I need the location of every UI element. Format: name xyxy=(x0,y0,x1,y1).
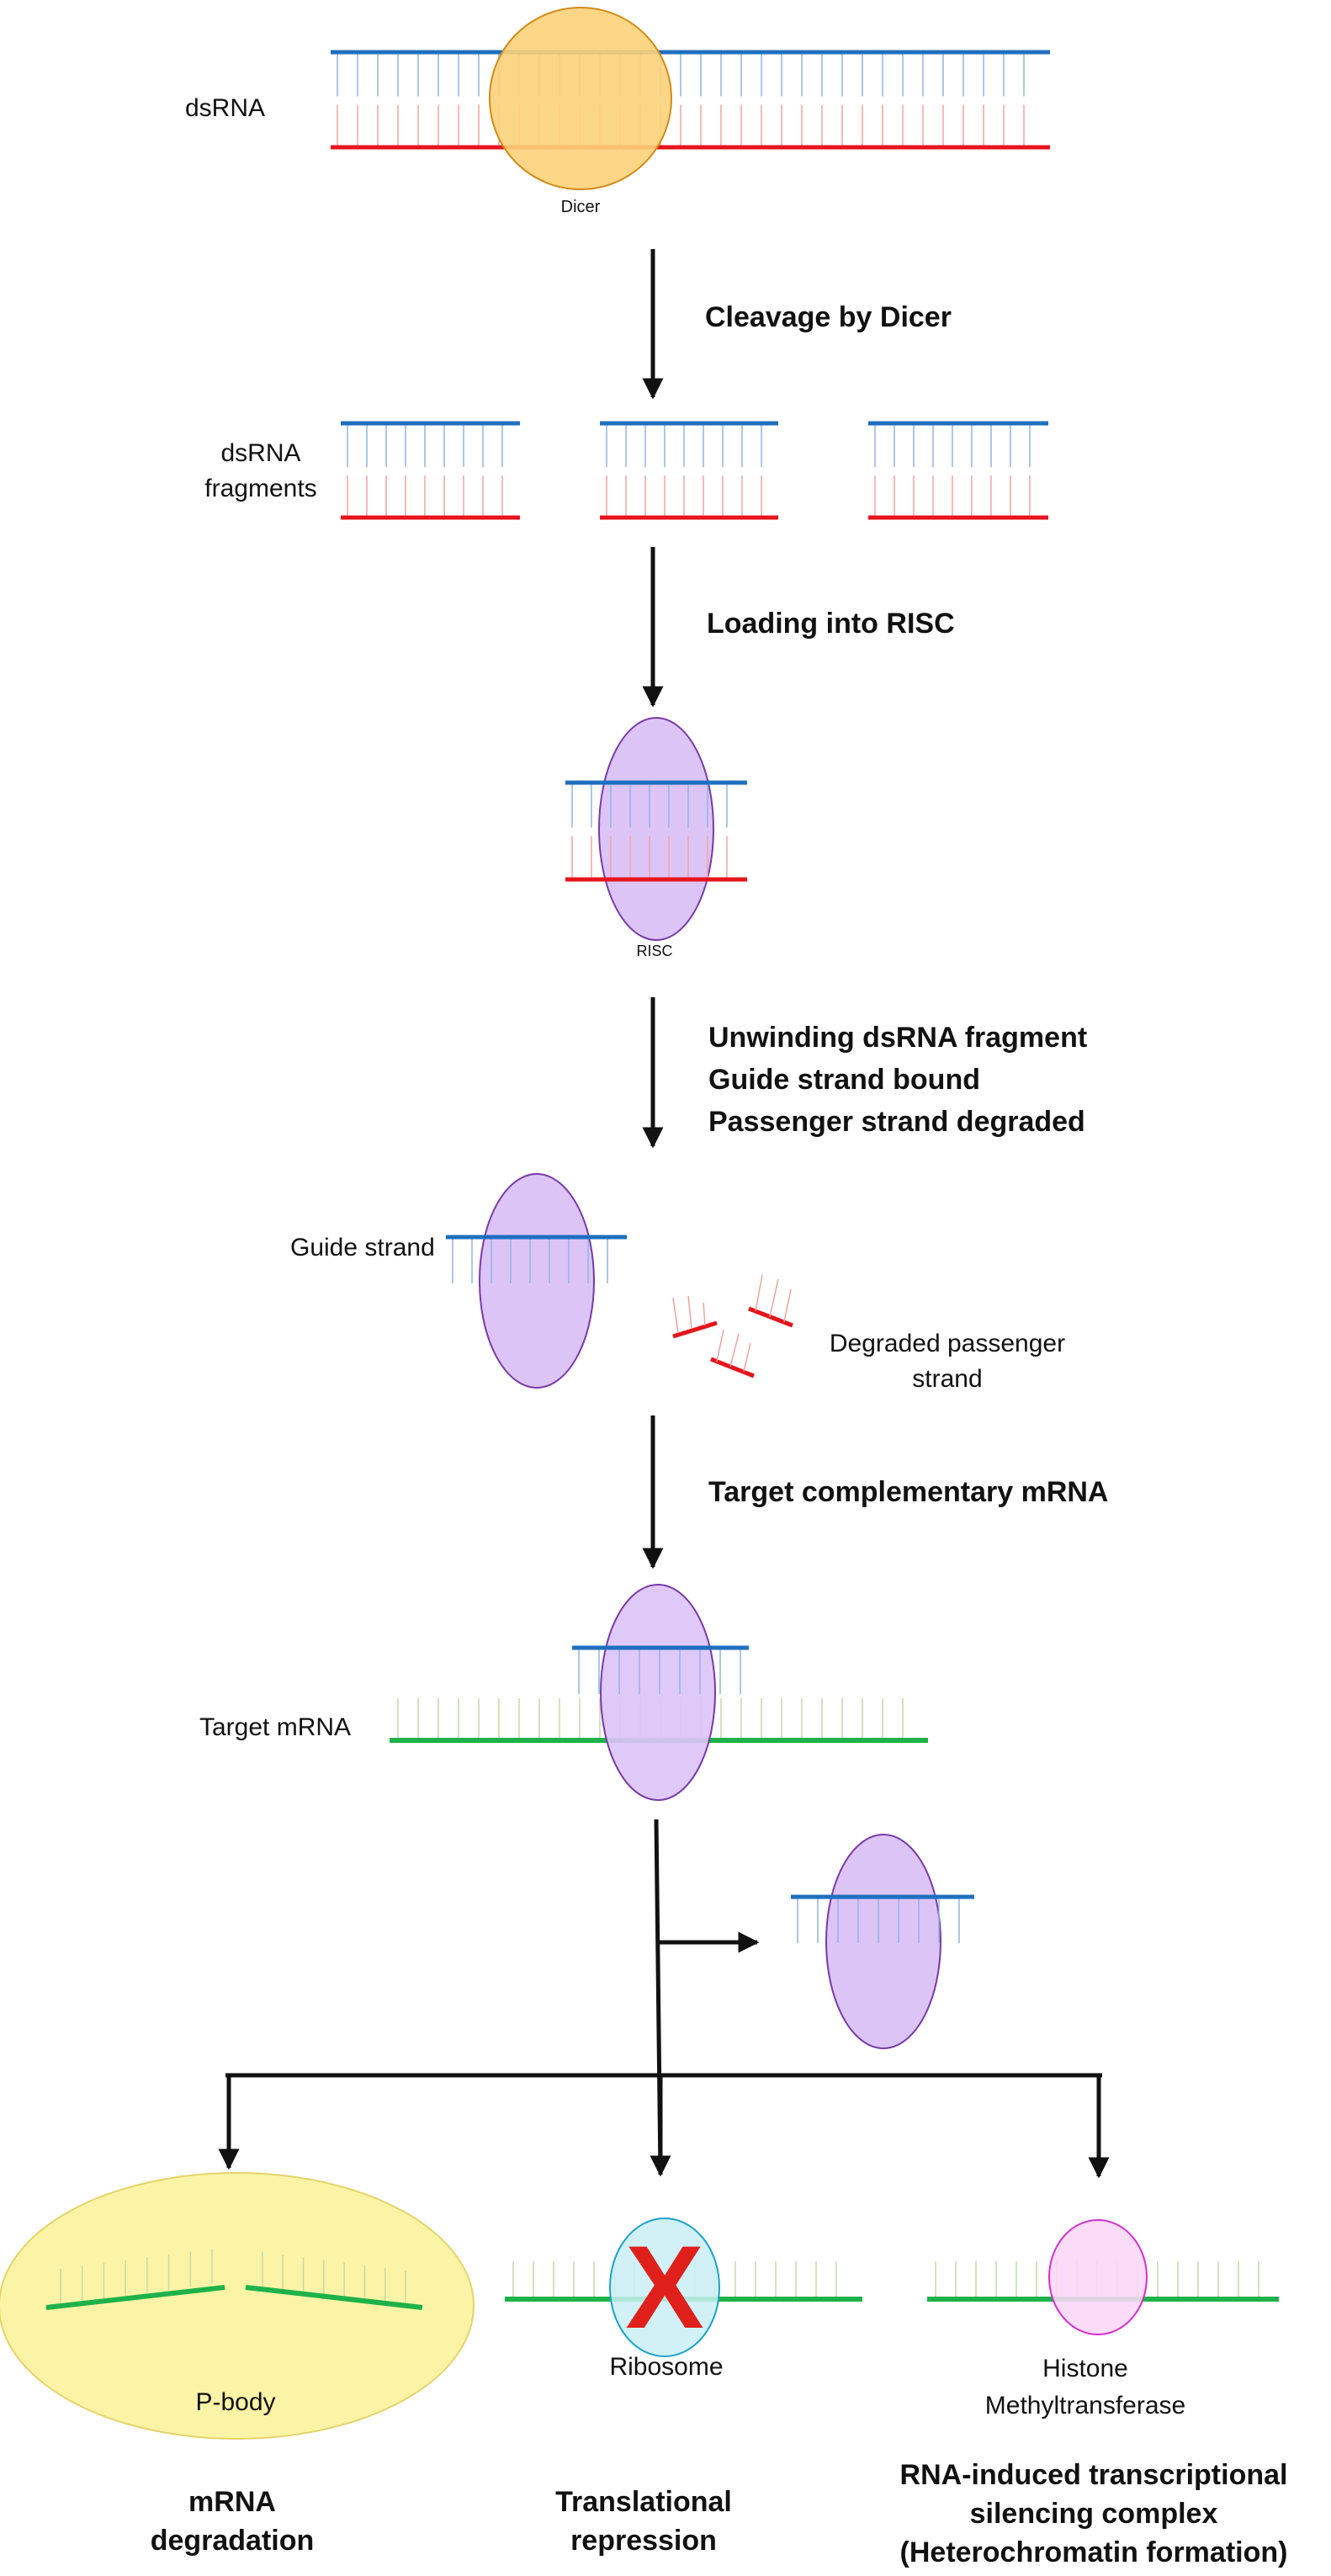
outcome-degradation-label-line2: degradation xyxy=(151,2525,315,2557)
target-mrna xyxy=(390,1698,928,1743)
dsrna-duplex xyxy=(331,50,1050,150)
target-mrna-stage: Target mRNA xyxy=(199,1584,928,1801)
silencing-outcome: Histone Methyltransferase RNA-induced tr… xyxy=(900,2219,1288,2568)
dsrna-label: dsRNA xyxy=(185,94,265,122)
step-unwinding-label-line3: Passenger strand degraded xyxy=(708,1106,1085,1138)
step-unwinding-label-line1: Unwinding dsRNA fragment xyxy=(708,1022,1087,1054)
ribosome-label: Ribosome xyxy=(609,2353,723,2381)
degraded-passenger-strand xyxy=(672,1274,793,1378)
recycled-risc xyxy=(791,1834,974,2049)
outcome-silencing-label-line3: (Heterochromatin formation) xyxy=(900,2536,1288,2568)
outcome-silencing-label-line1: RNA-induced transcriptional xyxy=(900,2459,1288,2491)
p-body-outcome: P-body mRNA degradation xyxy=(0,2172,475,2557)
guide-strand-label: Guide strand xyxy=(290,1234,435,1261)
guide-strand xyxy=(446,1235,627,1283)
risc-complex xyxy=(598,717,714,941)
dicer-label: Dicer xyxy=(561,198,601,216)
risc-label: RISC xyxy=(636,943,672,959)
outcome-silencing-label-line2: silencing complex xyxy=(970,2498,1218,2530)
dsrna-stage: dsRNA Dicer xyxy=(185,7,1050,216)
dsrna-fragment xyxy=(341,421,520,520)
x-mark-icon: X xyxy=(625,2221,703,2353)
p-body xyxy=(0,2172,475,2440)
dsrna-fragment xyxy=(868,421,1048,520)
cleaved-mrna-fragment xyxy=(245,2252,423,2310)
translational-outcome: X Ribosome Translational repression xyxy=(505,2217,862,2557)
ribosome xyxy=(609,2217,720,2357)
degraded-passenger-label-line2: strand xyxy=(912,1365,982,1393)
cleaved-mrna-fragment xyxy=(45,2249,225,2310)
branch-connectors xyxy=(218,1819,1110,2179)
risc-duplex xyxy=(565,780,747,882)
dicer-enzyme xyxy=(489,7,672,190)
risc-complex xyxy=(600,1584,716,1801)
histone-methyltransferase xyxy=(1048,2219,1148,2335)
guide-strand-stage: Guide strand Degraded passenger strand xyxy=(290,1173,1065,1393)
histone-label-line1: Histone xyxy=(1042,2355,1128,2382)
p-body-label: P-body xyxy=(195,2388,275,2416)
step-cleavage-label: Cleavage by Dicer xyxy=(705,301,952,333)
step-unwinding-label-line2: Guide strand bound xyxy=(708,1064,980,1096)
degraded-passenger-label-line1: Degraded passenger xyxy=(830,1330,1065,1357)
risc-loaded-stage: RISC xyxy=(565,717,747,959)
outcome-degradation-label-line1: mRNA xyxy=(188,2486,276,2518)
step-target-label: Target complementary mRNA xyxy=(708,1476,1109,1508)
target-mrna-label: Target mRNA xyxy=(199,1713,351,1741)
dsrna-fragments-stage: dsRNA fragments xyxy=(204,421,1048,520)
dsrna-fragment xyxy=(600,421,778,520)
dsrna-fragments-label-line1: dsRNA xyxy=(220,439,300,467)
guide-strand xyxy=(572,1645,749,1694)
dsrna-fragments-label-line2: fragments xyxy=(204,475,316,502)
outcome-translational-label-line2: repression xyxy=(570,2525,717,2557)
outcome-translational-label-line1: Translational xyxy=(555,2486,732,2518)
step-loading-label: Loading into RISC xyxy=(707,608,955,640)
risc-complex xyxy=(825,1834,941,2049)
guide-strand xyxy=(791,1894,974,1943)
histone-label-line2: Methyltransferase xyxy=(985,2392,1185,2419)
risc-complex xyxy=(479,1173,595,1389)
